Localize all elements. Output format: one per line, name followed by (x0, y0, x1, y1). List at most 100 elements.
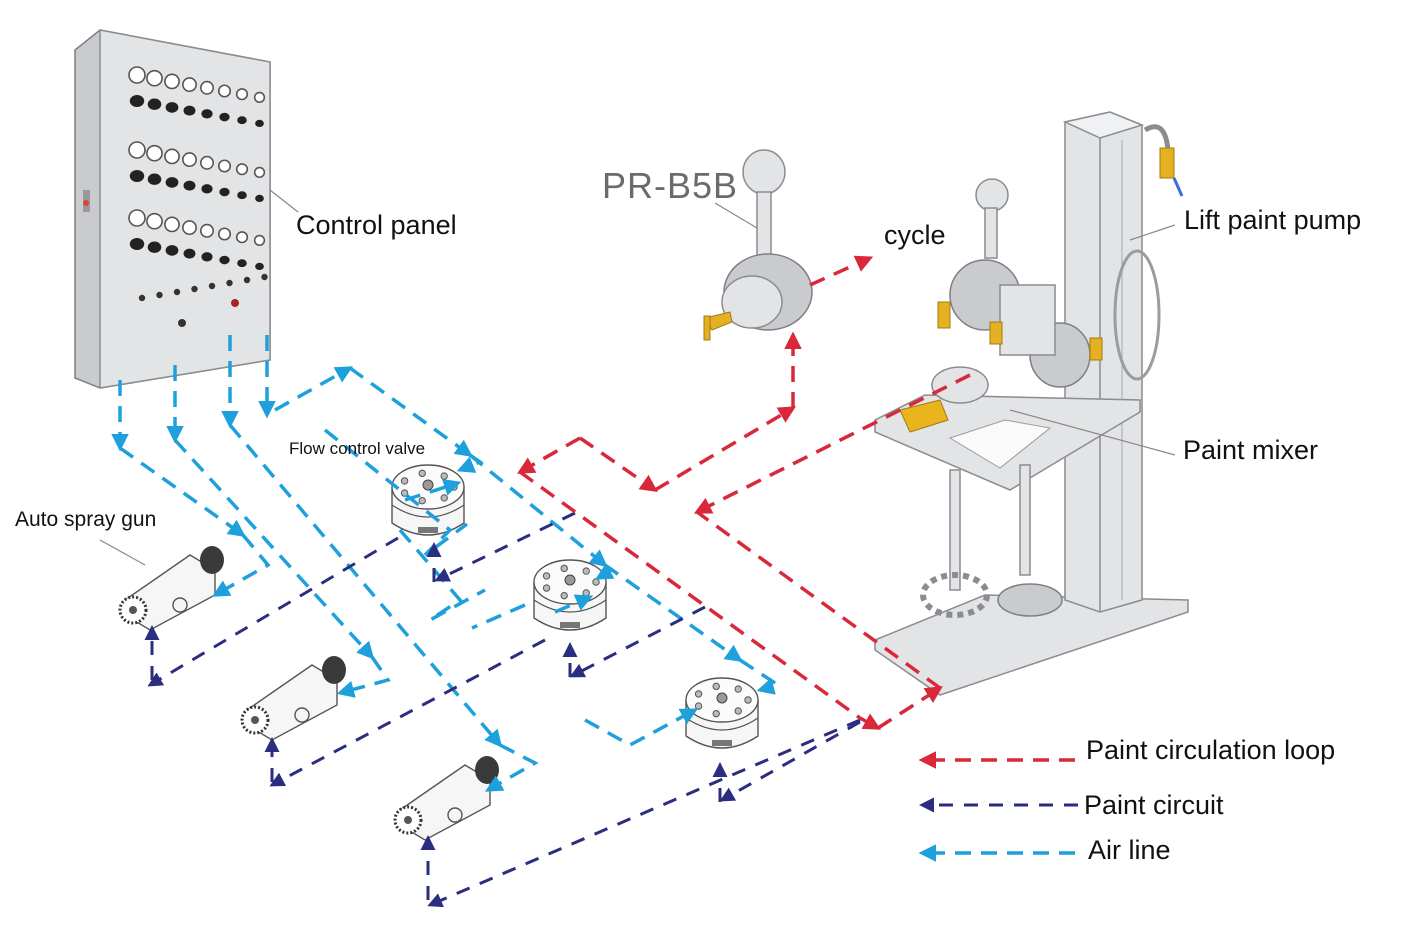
gun-cap (200, 546, 224, 574)
valve-bolt (440, 472, 448, 480)
label-control-panel: Control panel (296, 210, 457, 240)
valve-outlet (418, 527, 438, 533)
loop-line (516, 436, 581, 474)
panel-gauge (128, 141, 146, 159)
air-line (404, 478, 462, 502)
valve-bolt (592, 578, 600, 586)
air-line (739, 658, 783, 695)
panel-gauge (164, 148, 180, 165)
auto-spray-gun (240, 656, 346, 741)
panel-gauge (128, 209, 146, 227)
flow-control-valve (685, 677, 759, 749)
gun-tip (129, 606, 137, 614)
air-line (323, 428, 469, 557)
paint-circulation-loop (516, 255, 971, 730)
panel-gauge (235, 88, 249, 101)
air-line (603, 563, 743, 663)
panel-knob (129, 170, 145, 182)
valve-bolt (400, 489, 409, 497)
panel-button (208, 282, 216, 290)
air-line (398, 528, 486, 622)
gun-tip (404, 816, 412, 824)
panel-knob (237, 191, 247, 200)
label-auto-spray-gun: Auto spray gun (15, 508, 157, 531)
valve-bolt (418, 496, 426, 505)
panel-button (226, 279, 233, 287)
gun-tip (251, 716, 259, 724)
loop-line (518, 470, 862, 720)
control-panel (74, 29, 271, 389)
flow-control-valve (391, 464, 465, 536)
air-line (594, 563, 616, 580)
panel-knob (237, 116, 247, 125)
valve-bolt (712, 682, 720, 691)
gun-cap (322, 656, 346, 684)
legend-item-paint-circulation-loop: Paint circulation loop (1086, 735, 1336, 765)
panel-button (261, 273, 268, 281)
valve-bolt (400, 477, 409, 485)
panel-knob (255, 194, 264, 203)
paint-line (269, 638, 546, 787)
panel-knob (237, 259, 247, 268)
panel-gauge (253, 166, 266, 179)
panel-gauge (146, 144, 163, 162)
panel-gauge (146, 212, 163, 230)
lift-paint-pump (874, 111, 1189, 696)
panel-button (173, 288, 181, 296)
valve-bolt (440, 494, 448, 502)
panel-knob (183, 248, 196, 259)
mixer-impeller (920, 572, 990, 618)
air-line (484, 743, 539, 792)
panel-knob (255, 262, 264, 271)
panel-gauge (164, 73, 180, 90)
valve-center-bolt (716, 692, 728, 704)
panel-gauge (217, 159, 232, 173)
air-line (211, 533, 271, 597)
panel-gauge (200, 80, 215, 95)
mixer-control-plate (899, 399, 949, 433)
panel-gauge (235, 163, 249, 176)
label-model-pr-b5b: PR-B5B (602, 165, 739, 206)
panel-knob (165, 102, 179, 113)
valve-bolt (542, 584, 551, 592)
label-paint-mixer: Paint mixer (1183, 435, 1319, 465)
air-line (274, 366, 354, 412)
panel-gauge-grid (128, 66, 268, 302)
panel-gauge (253, 91, 266, 104)
panel-button (138, 294, 146, 302)
panel-knob (219, 255, 230, 265)
valve-bolt (694, 702, 703, 710)
panel-gauge (182, 220, 197, 236)
panel-gauge (200, 223, 215, 238)
valve-bolt (582, 589, 590, 597)
panel-knob (178, 319, 186, 327)
auto-spray-gun (393, 756, 499, 841)
paint-line (427, 718, 861, 908)
air-line (471, 603, 526, 630)
panel-gauge (164, 216, 180, 233)
panel-gauge (182, 77, 197, 93)
panel-knob (147, 173, 162, 185)
label-flow-control-valve: Flow control valve (289, 439, 426, 458)
panel-gauge (200, 155, 215, 170)
air-lines (111, 335, 783, 792)
panel-gauge (146, 69, 163, 87)
panel-knob (201, 252, 213, 262)
valve-bolt (418, 469, 426, 478)
panel-knob (129, 238, 145, 250)
valve-bolt (582, 567, 590, 575)
valve-bolt (734, 707, 742, 715)
panel-gauge (235, 231, 249, 244)
label-cycle: cycle (884, 220, 946, 250)
auto-spray-guns (118, 546, 499, 841)
gun-cap (475, 756, 499, 784)
valve-bolt (560, 564, 568, 573)
panel-gauge (217, 227, 232, 241)
loop-line (654, 406, 797, 492)
air-line (228, 423, 503, 748)
air-line (173, 438, 375, 660)
flow-control-valve (533, 559, 607, 631)
panel-knob (183, 105, 196, 116)
valve-bolt (560, 591, 568, 600)
